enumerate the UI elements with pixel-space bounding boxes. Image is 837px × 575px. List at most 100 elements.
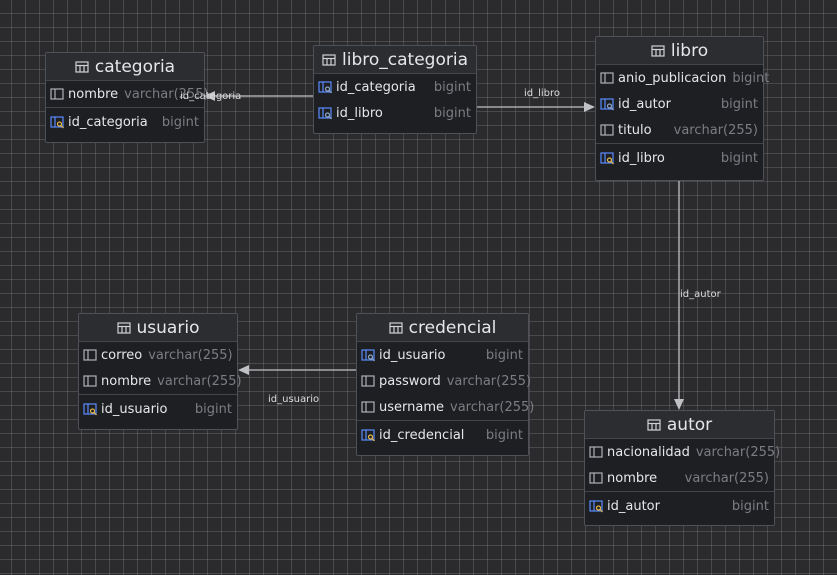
column-icon — [50, 87, 64, 101]
column-name: nombre — [68, 86, 119, 102]
column-row[interactable]: nombre varchar(255) — [585, 465, 774, 491]
primary-key-icon — [589, 499, 603, 513]
column-row[interactable]: id_usuario bigint — [79, 394, 237, 423]
column-type: bigint — [720, 150, 758, 166]
foreign-key-icon — [600, 97, 614, 111]
column-icon — [361, 374, 375, 388]
table-icon — [647, 418, 661, 432]
column-row[interactable]: id_autor bigint — [585, 491, 774, 520]
column-row[interactable]: username varchar(255) — [357, 394, 534, 420]
column-icon — [361, 400, 375, 414]
primary-key-icon — [361, 428, 375, 442]
column-row[interactable]: id_credencial bigint — [357, 420, 528, 449]
column-icon — [589, 471, 603, 485]
column-icon — [83, 348, 97, 362]
table-icon — [389, 321, 403, 335]
table-categoria[interactable]: categoria nombre varchar(255) id_categor… — [45, 52, 209, 143]
table-title: libro — [670, 40, 709, 61]
column-row[interactable]: correo varchar(255) — [79, 342, 237, 368]
table-header: autor — [585, 411, 774, 439]
table-title: credencial — [408, 317, 497, 338]
column-name: nombre — [101, 373, 152, 389]
column-name: id_libro — [618, 150, 665, 166]
arrowhead-libro — [584, 102, 595, 112]
column-type: varchar(255) — [684, 470, 769, 486]
primary-key-icon — [50, 115, 64, 129]
column-type: bigint — [485, 347, 523, 363]
column-row[interactable]: id_usuario bigint — [357, 342, 528, 368]
arrowhead-autor — [674, 399, 684, 410]
column-type: bigint — [732, 70, 770, 86]
table-libro[interactable]: libro anio_publicacion bigint id_autor b… — [595, 36, 769, 181]
column-name: correo — [101, 347, 143, 363]
column-icon — [600, 71, 614, 85]
column-type: bigint — [161, 114, 199, 130]
column-type: bigint — [731, 498, 769, 514]
column-name: id_usuario — [101, 401, 168, 417]
table-usuario[interactable]: usuario correo varchar(255) nombre varch… — [78, 313, 242, 430]
table-header: libro — [596, 37, 763, 65]
table-autor[interactable]: autor nacionalidad varchar(255) nombre v… — [584, 410, 780, 526]
column-name: password — [379, 373, 441, 389]
column-type: bigint — [720, 96, 758, 112]
column-icon — [600, 123, 614, 137]
column-type: varchar(255) — [148, 347, 233, 363]
column-name: id_categoria — [336, 79, 416, 95]
column-icon — [83, 374, 97, 388]
table-title: libro_categoria — [342, 49, 468, 70]
table-icon — [75, 60, 89, 74]
column-type: bigint — [433, 79, 471, 95]
relation-label-id-libro: id_libro — [524, 88, 561, 99]
table-header: categoria — [46, 53, 204, 81]
column-name: nacionalidad — [607, 444, 690, 460]
column-name: id_credencial — [379, 427, 465, 443]
arrowhead-usuario — [238, 365, 249, 375]
table-header: libro_categoria — [314, 46, 476, 74]
column-row[interactable]: anio_publicacion bigint — [596, 65, 769, 91]
table-title: usuario — [136, 317, 200, 338]
column-name: id_autor — [618, 96, 671, 112]
column-row[interactable]: id_categoria bigint — [46, 107, 204, 136]
column-name: titulo — [618, 122, 652, 138]
column-name: id_libro — [336, 105, 383, 121]
column-type: varchar(255) — [124, 86, 209, 102]
column-type: bigint — [194, 401, 232, 417]
column-row[interactable]: nombre varchar(255) — [46, 81, 209, 107]
column-row[interactable]: id_libro bigint — [314, 100, 476, 126]
table-title: autor — [666, 414, 713, 435]
column-type: varchar(255) — [446, 373, 532, 389]
column-name: nombre — [607, 470, 658, 486]
column-row[interactable]: password varchar(255) — [357, 368, 532, 394]
column-type: varchar(255) — [157, 373, 242, 389]
arrowhead-categoria — [204, 91, 215, 101]
column-name: id_usuario — [379, 347, 446, 363]
column-row[interactable]: id_libro bigint — [596, 143, 763, 172]
relation-label-id-categoria: id_categoria — [180, 91, 242, 102]
relation-label-id-autor: id_autor — [680, 289, 721, 300]
column-icon — [589, 445, 603, 459]
column-name: anio_publicacion — [618, 70, 727, 86]
foreign-key-icon — [318, 106, 332, 120]
table-icon — [651, 44, 665, 58]
column-row[interactable]: titulo varchar(255) — [596, 117, 763, 143]
column-type: bigint — [485, 427, 523, 443]
column-row[interactable]: nacionalidad varchar(255) — [585, 439, 780, 465]
column-type: varchar(255) — [450, 399, 535, 415]
column-name: id_autor — [607, 498, 660, 514]
column-row[interactable]: id_autor bigint — [596, 91, 763, 117]
column-row[interactable]: id_categoria bigint — [314, 74, 476, 100]
table-libro-categoria[interactable]: libro_categoria id_categoria bigint id_l… — [313, 45, 477, 134]
column-row[interactable]: nombre varchar(255) — [79, 368, 242, 394]
column-type: bigint — [433, 105, 471, 121]
relation-label-id-usuario: id_usuario — [268, 394, 320, 405]
foreign-key-icon — [318, 80, 332, 94]
primary-key-icon — [600, 151, 614, 165]
column-name: id_categoria — [68, 114, 148, 130]
table-header: credencial — [357, 314, 528, 342]
table-header: usuario — [79, 314, 237, 342]
foreign-key-icon — [361, 348, 375, 362]
table-credencial[interactable]: credencial id_usuario bigint password va… — [356, 313, 534, 456]
column-name: username — [379, 399, 444, 415]
table-icon — [322, 53, 336, 67]
